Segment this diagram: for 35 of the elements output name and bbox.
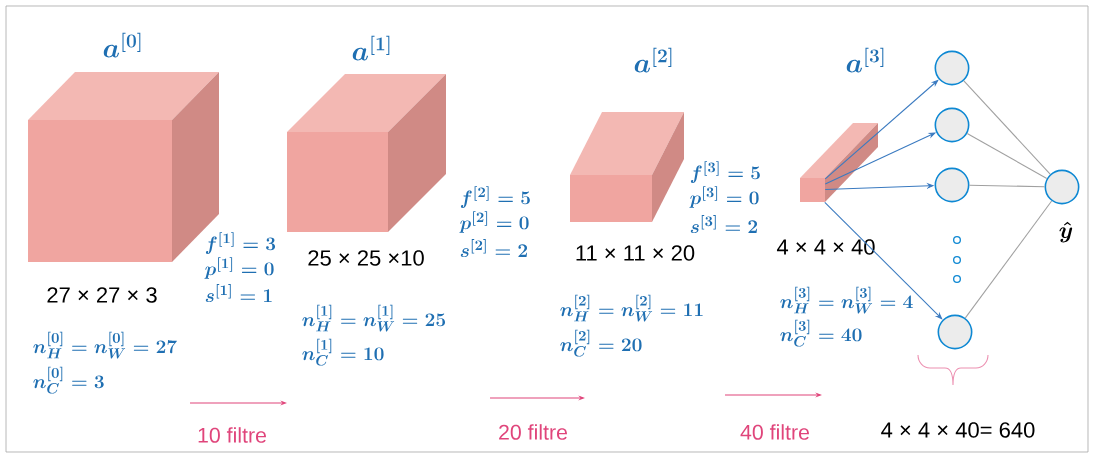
layer-label: $a^{[3]}$ [846,47,884,73]
parameter-formula: $p^{[1]} = 0$ [204,257,274,279]
parameter-formula: $s^{[1]} = 1$ [205,284,272,303]
parameter-formula: $n_C^{[3]} = 40$ [780,319,862,347]
connector-arrow [824,201,943,320]
neuron-circle [934,167,970,203]
parameter-formula: $n_H^{[2]} = n_W^{[2]} = 11$ [560,294,703,322]
parameter-formula: $f^{[1]} = 3$ [205,232,276,254]
parameter-formula: $f^{[2]} = 5$ [460,186,530,208]
filter-label: 10 filtre [198,427,266,443]
filter-label: 20 filtre [499,424,567,440]
parameter-formula: $n_C^{[0]} = 3$ [33,366,104,394]
neuron-circle [934,107,970,143]
parameter-formula: $n_H^{[1]} = n_W^{[1]} = 25$ [302,304,446,332]
neuron-circle [937,314,973,350]
parameter-formula: $p^{[3]} = 0$ [689,186,759,208]
neuron-circle [934,50,970,86]
size-label: 4 × 4 × 40= 640 [881,422,1035,438]
parameter-formula: $n_H^{[0]} = n_W^{[0]} = 27$ [33,331,177,359]
size-label: 11 × 11 × 20 [576,245,695,261]
neuron-circle [1044,169,1080,205]
output-label: $\hat{y}$ [1059,221,1073,243]
parameter-formula: $s^{[3]} = 2$ [690,215,758,234]
size-label: 25 × 25 ×10 [308,250,424,266]
layer-label: $a^{[2]}$ [634,47,672,73]
layer-label: $a^{[0]}$ [103,32,141,58]
parameter-formula: $n_H^{[3]} = n_W^{[3]} = 4$ [780,286,913,314]
parameter-formula: $p^{[2]} = 0$ [459,211,529,233]
parameter-formula: $f^{[3]} = 5$ [690,161,760,183]
parameter-formula: $s^{[2]} = 2$ [460,239,528,258]
layer-label: $a^{[1]}$ [352,35,390,61]
size-label: 27 × 27 × 3 [47,287,157,303]
filter-label: 40 filtre [740,424,809,440]
parameter-formula: $n_C^{[1]} = 10$ [302,338,384,366]
parameter-formula: $n_C^{[2]} = 20$ [560,329,642,357]
